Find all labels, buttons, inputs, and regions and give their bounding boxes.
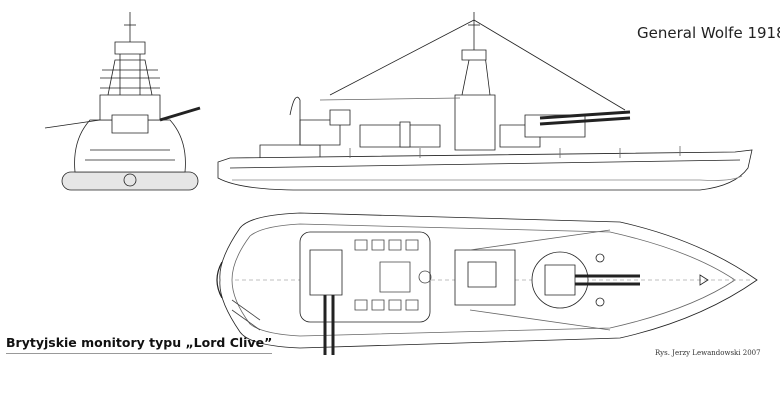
drawing-title: General Wolfe 1918	[637, 24, 780, 42]
front-view	[45, 12, 200, 190]
author-credit: Rys. Jerzy Lewandowski 2007	[655, 349, 761, 357]
top-view	[217, 213, 757, 355]
drawing-subtitle: Brytyjskie monitory typu „Lord Clive”	[6, 335, 273, 354]
side-view	[218, 12, 752, 190]
